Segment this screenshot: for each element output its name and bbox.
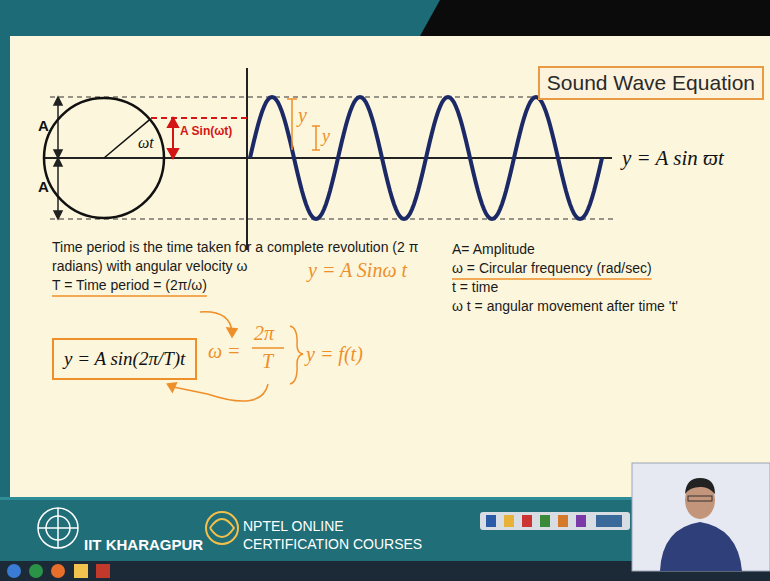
formula-box: y = A sin(2π/T)t — [52, 338, 197, 380]
hand-underlines — [52, 279, 652, 401]
top-bar-dark — [420, 0, 770, 36]
course-name: CERTIFICATION COURSES — [243, 536, 422, 552]
title-box: Sound Wave Equation — [538, 66, 764, 100]
period-formula: T = Time period = (2π/ω) — [52, 276, 207, 295]
amplitude-label: A — [38, 117, 49, 134]
sine-arrow — [168, 118, 178, 158]
hand-note: y — [298, 104, 307, 127]
hand-note: y = A Sinω t — [308, 259, 407, 282]
arrow-head — [167, 383, 176, 392]
circle-outline — [42, 96, 166, 220]
sine-wave — [250, 97, 602, 219]
amplitude-label: A — [38, 178, 49, 195]
toolbar-icons — [480, 512, 630, 530]
hand-note: y = f(t) — [306, 343, 363, 366]
top-dashed-line — [50, 97, 615, 98]
left-strip — [0, 0, 10, 500]
legend-definition: t = time — [452, 278, 498, 297]
hand-note: 2π — [254, 322, 274, 345]
iit-logo — [38, 508, 78, 548]
underline — [52, 295, 207, 297]
legend-definition: A= Amplitude — [452, 240, 535, 259]
legend-definition: ω t = angular movement after time 't' — [452, 297, 678, 316]
projection-line — [151, 117, 250, 119]
hand-note: ω = — [208, 340, 241, 363]
legend-definition: ω = Circular frequency (rad/sec) — [452, 259, 652, 278]
hand-note: T — [262, 350, 273, 373]
angle-label: ωt — [138, 134, 154, 152]
vertical-axis — [246, 68, 248, 250]
course-name: NPTEL ONLINE — [243, 518, 344, 534]
phasor-circle: ωt — [42, 96, 166, 220]
sine-projection-label: A Sin(ωt) — [180, 124, 232, 138]
nptel-logo — [206, 512, 238, 544]
hand-note: y — [322, 126, 330, 147]
formula-text: y = A sin(2π/T)t — [64, 348, 185, 370]
taskbar-icons — [7, 564, 110, 578]
return-arrow — [173, 384, 268, 401]
axis-line — [44, 157, 612, 159]
presenter-video — [632, 463, 770, 571]
bottom-dashed-line — [50, 219, 615, 220]
circle-ring — [44, 98, 164, 218]
institute-name: IIT KHARAGPUR — [84, 536, 203, 553]
wave-equation: y = A sin ϖt — [622, 146, 724, 171]
top-bar — [0, 0, 770, 36]
